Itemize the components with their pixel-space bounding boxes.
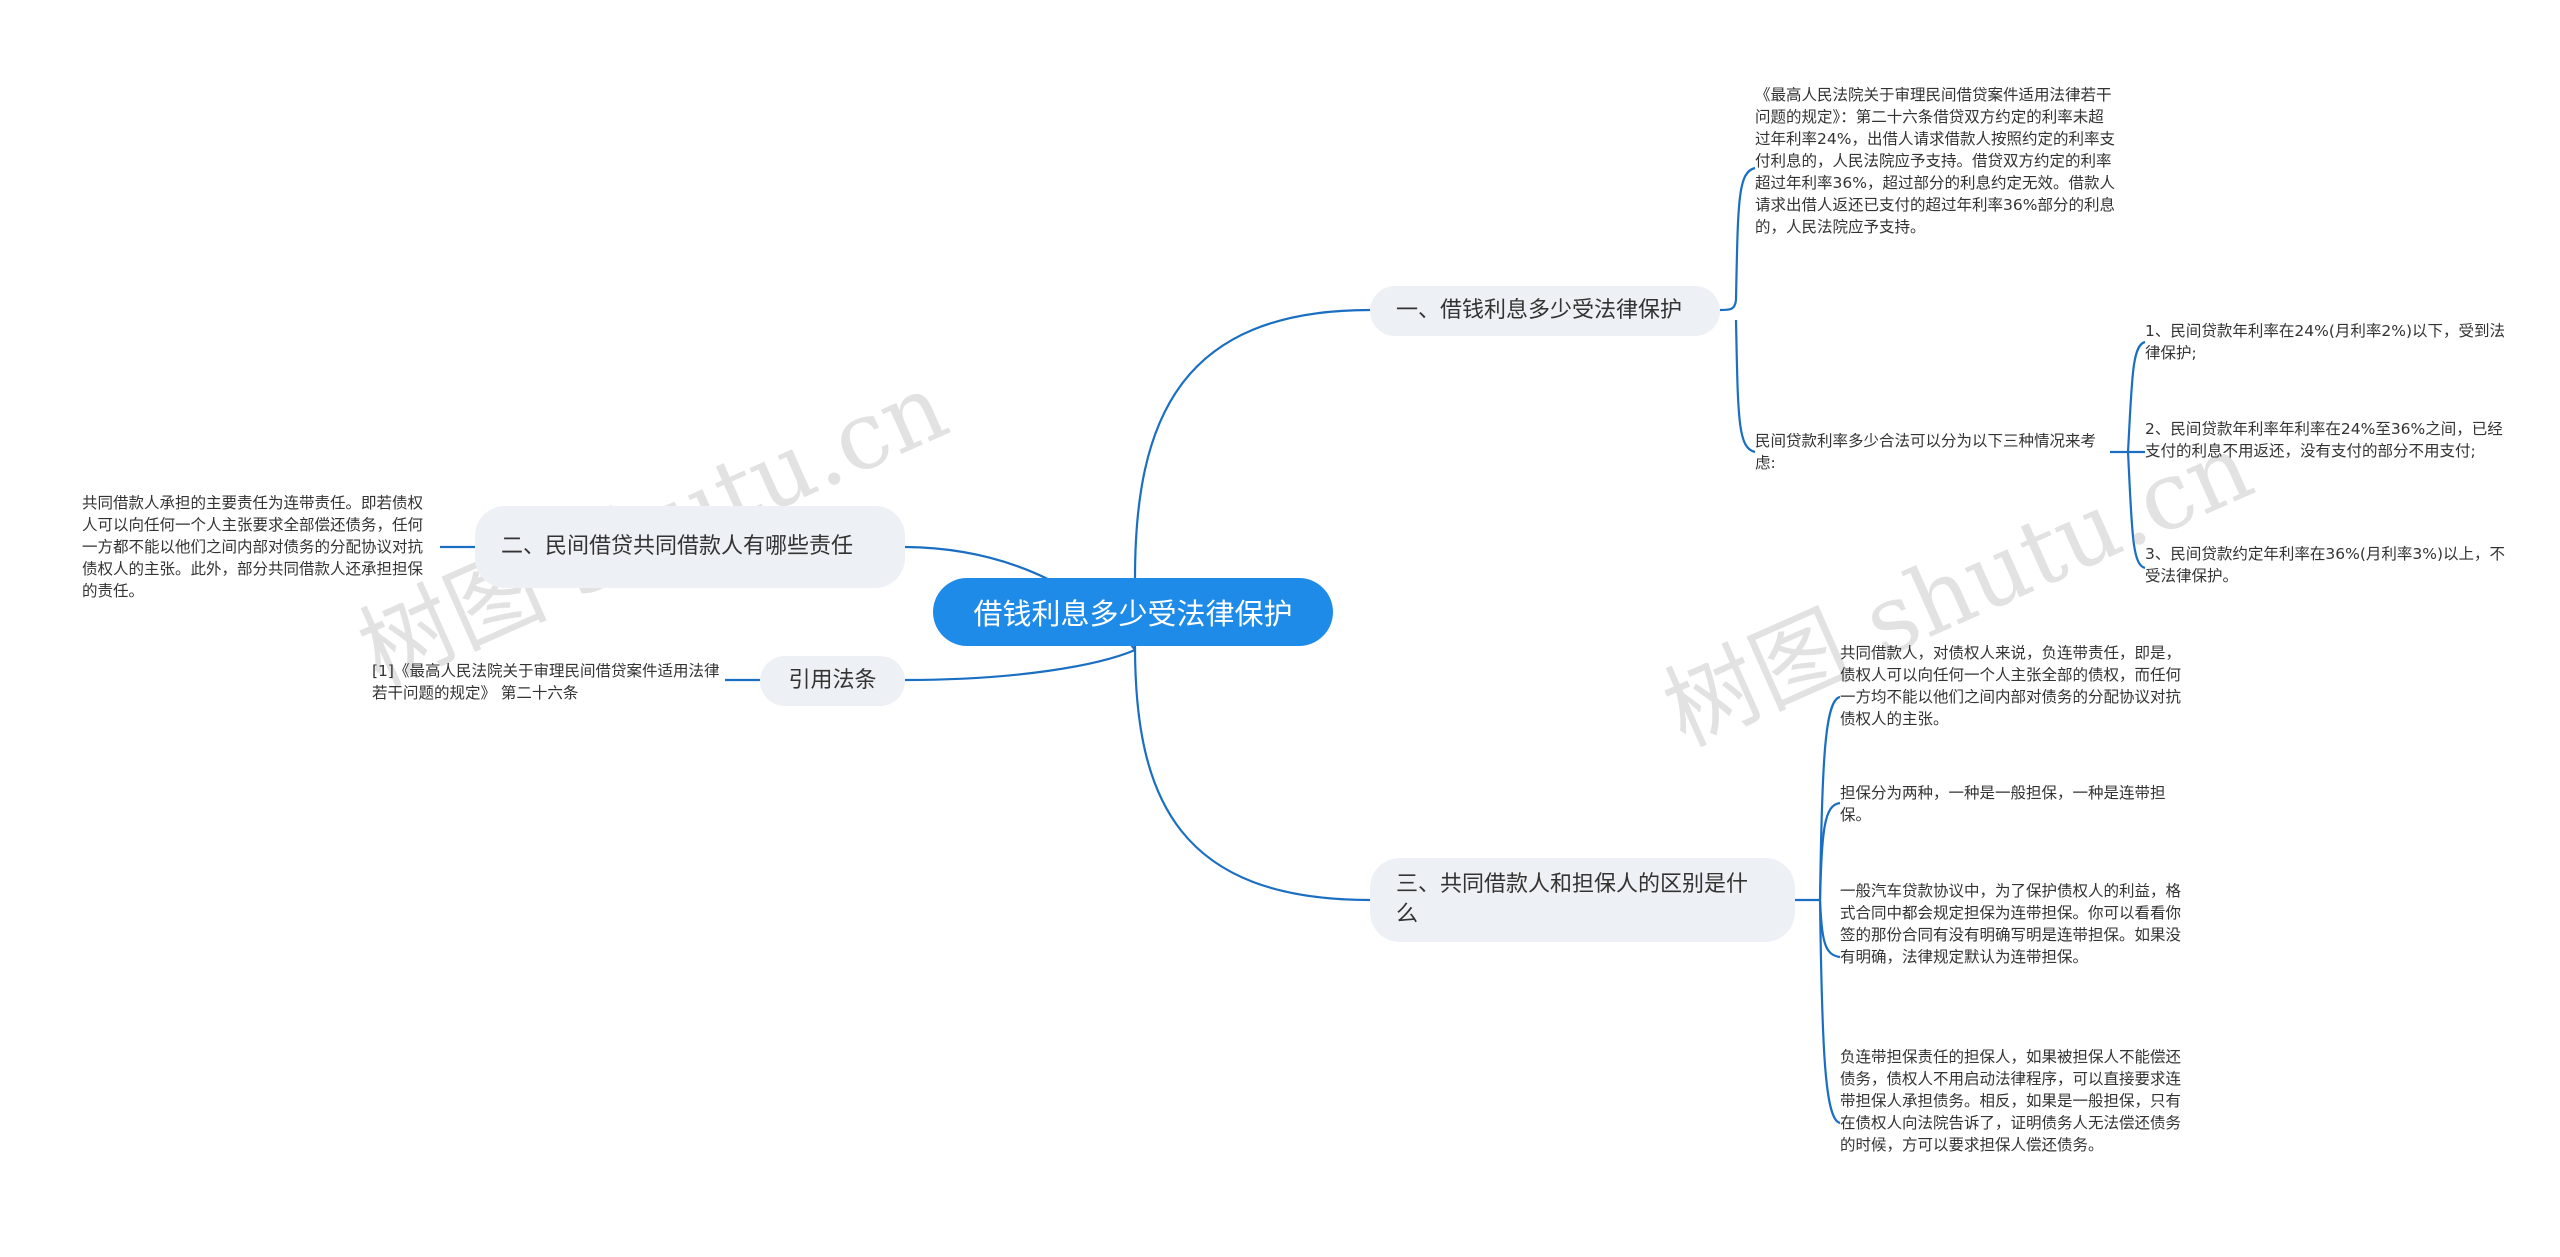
leaf-joint-guarantor-duty: 负连带担保责任的担保人，如果被担保人不能偿还债务，债权人不用启动法律程序，可以直… [1840, 1048, 2182, 1154]
link-root-t4 [1133, 645, 1371, 902]
root-label: 借钱利息多少受法律保护 [973, 597, 1293, 631]
topic-cited-law[interactable]: 引用法条 [760, 656, 905, 706]
link-t1-a [1734, 166, 1756, 301]
link-t1b-3 [2126, 451, 2146, 570]
root-node[interactable]: 借钱利息多少受法律保护 [933, 578, 1333, 646]
topic-cited-law-label: 引用法条 [788, 668, 877, 693]
link-t1-b [1734, 319, 1756, 454]
link-t4-c [1818, 899, 1841, 959]
topic-co-borrower-liability-label: 二、民间借贷共同借款人有哪些责任 [501, 534, 854, 559]
link-t4-d [1818, 899, 1841, 1125]
leaf-three-cases-intro: 民间贷款利率多少合法可以分为以下三种情况来考虑: [1755, 432, 2097, 472]
leaf-car-loan-guarantee: 一般汽车贷款协议中，为了保护债权人的利益，格式合同中都会规定担保为连带担保。你可… [1840, 882, 2182, 966]
link-root-t3 [904, 648, 1136, 682]
topic-borrower-vs-guarantor-label: 三、共同借款人和担保人的区别是什么 [1396, 872, 1749, 927]
leaf-citation: [1]《最高人民法院关于审理民间借贷案件适用法律若干问题的规定》 第二十六条 [372, 662, 720, 702]
link-t4-a [1818, 695, 1841, 901]
leaf-co-borrower-joint: 共同借款人，对债权人来说，负连带责任，即是，债权人可以向任何一个人主张全部的债权… [1840, 644, 2182, 728]
topic-borrower-vs-guarantor[interactable]: 三、共同借款人和担保人的区别是什么 [1370, 858, 1795, 942]
leaf-case-3: 3、民间贷款约定年利率在36%(月利率3%)以上，不受法律保护。 [2145, 545, 2505, 585]
leaf-case-2: 2、民间贷款年利率年利率在24%至36%之间，已经支付的利息不用返还，没有支付的… [2145, 420, 2503, 460]
link-root-t1 [1133, 308, 1371, 579]
link-t1b-1 [2126, 340, 2146, 453]
leaf-case-1: 1、民间贷款年利率在24%(月利率2%)以下，受到法律保护; [2145, 322, 2505, 362]
leaf-law-article-26: 《最高人民法院关于审理民间借贷案件适用法律若干问题的规定》：第二十六条借贷双方约… [1755, 86, 2115, 236]
topic-co-borrower-liability[interactable]: 二、民间借贷共同借款人有哪些责任 [475, 506, 905, 588]
topic-interest-protection-label: 一、借钱利息多少受法律保护 [1396, 298, 1683, 323]
link-t4-b [1818, 801, 1841, 901]
leaf-joint-liability: 共同借款人承担的主要责任为连带责任。即若债权人可以向任何一个人主张要求全部偿还债… [82, 494, 424, 600]
leaf-guarantee-types: 担保分为两种，一种是一般担保，一种是连带担保。 [1840, 784, 2166, 824]
topic-interest-protection[interactable]: 一、借钱利息多少受法律保护 [1370, 286, 1720, 336]
link-t1-bracket [1719, 299, 1738, 312]
